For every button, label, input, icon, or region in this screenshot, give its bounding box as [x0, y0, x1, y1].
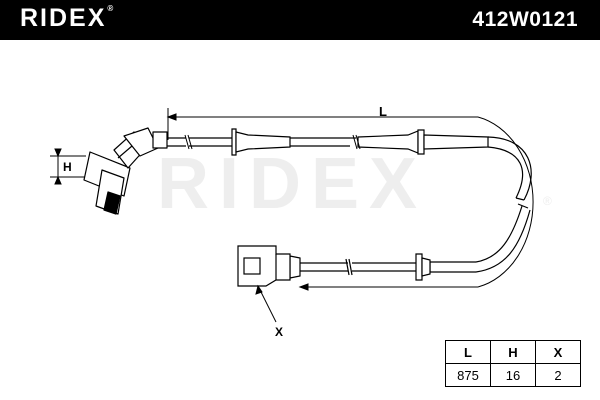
- watermark-mark: ®: [543, 194, 552, 208]
- dimension-value-length: 875: [445, 363, 491, 387]
- dimension-table: L H X 875 16 2: [445, 340, 581, 387]
- dimension-table-header: L H X: [445, 340, 581, 364]
- watermark-text: RIDEX: [157, 144, 427, 224]
- height-dimension: [50, 148, 86, 185]
- dimension-value-height: 16: [490, 363, 536, 387]
- brand-logo: RIDEX®: [20, 4, 113, 33]
- header-bar: RIDEX® 412W0121: [0, 0, 600, 40]
- cable-upper: [167, 128, 532, 201]
- length-dimension: [166, 108, 534, 291]
- dimension-table-values: 875 16 2: [445, 363, 581, 387]
- dimension-value-connector: 2: [535, 363, 581, 387]
- length-label: L: [379, 104, 387, 119]
- cable-lower: [289, 197, 531, 281]
- brand-registered-mark: ®: [107, 4, 114, 13]
- dimension-header-height: H: [490, 340, 536, 364]
- connector-plug: [237, 245, 291, 287]
- sensor-cable-diagram: RIDEX ® L H: [50, 104, 552, 339]
- dimension-header-length: L: [445, 340, 491, 364]
- connector-pointer: [255, 284, 277, 323]
- brand-name: RIDEX: [20, 4, 107, 32]
- part-number: 412W0121: [472, 8, 578, 31]
- cable-break-marks: [184, 134, 361, 150]
- sensor-head: [83, 127, 168, 215]
- height-label: H: [63, 160, 72, 174]
- dimension-header-connector: X: [535, 340, 581, 364]
- connector-label: X: [275, 325, 283, 339]
